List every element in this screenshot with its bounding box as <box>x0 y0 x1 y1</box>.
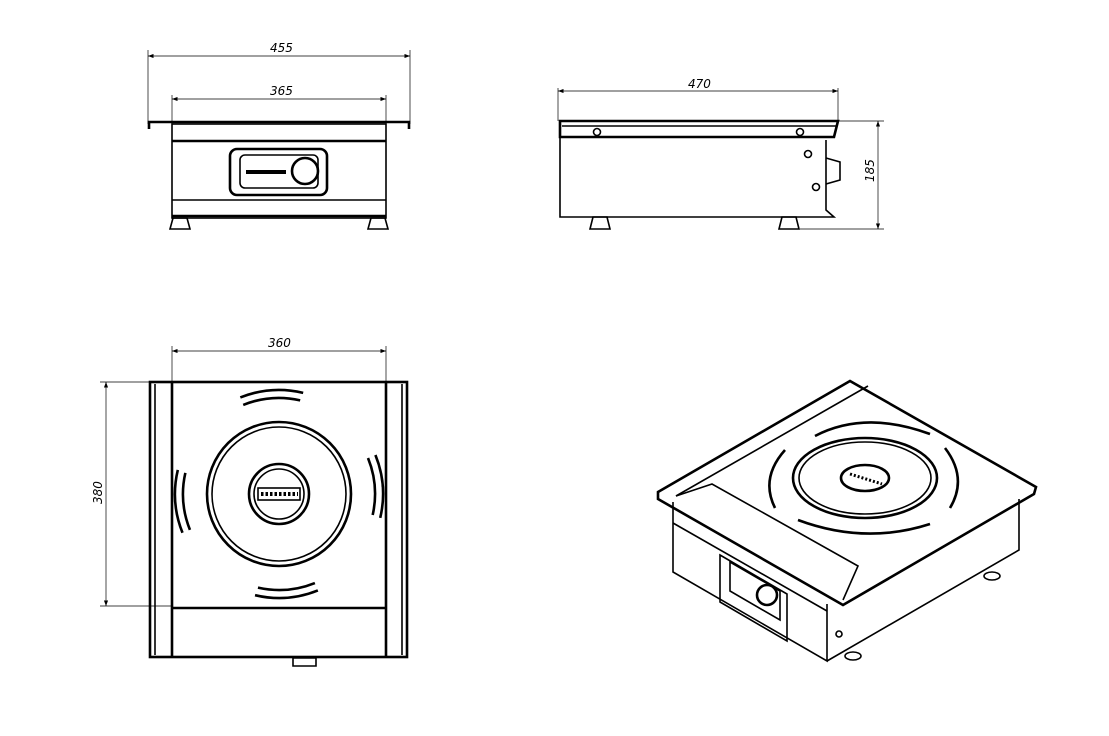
dimension-185: 185 <box>800 120 884 230</box>
dimension-label: 380 <box>91 481 105 504</box>
brand-logo <box>246 170 286 174</box>
dimension-label: 455 <box>270 41 293 55</box>
cooking-zone <box>173 388 385 600</box>
control-knob <box>290 156 320 186</box>
side-view: 470 185 <box>557 77 884 230</box>
feet <box>168 217 390 230</box>
control-panel <box>228 147 329 197</box>
dimension-label: 185 <box>863 159 877 182</box>
top-view: 360 380 <box>91 336 409 667</box>
front-view: 455 365 <box>147 41 411 230</box>
dimension-360: 360 <box>171 336 387 382</box>
dimension-365: 365 <box>171 84 387 124</box>
dimension-455: 455 <box>147 41 411 124</box>
dimension-470: 470 <box>557 77 839 121</box>
dimension-label: 360 <box>268 336 291 350</box>
isometric-view <box>656 379 1038 663</box>
dimension-380: 380 <box>91 381 172 607</box>
dimension-label: 365 <box>270 84 293 98</box>
dimension-label: 470 <box>688 77 711 91</box>
